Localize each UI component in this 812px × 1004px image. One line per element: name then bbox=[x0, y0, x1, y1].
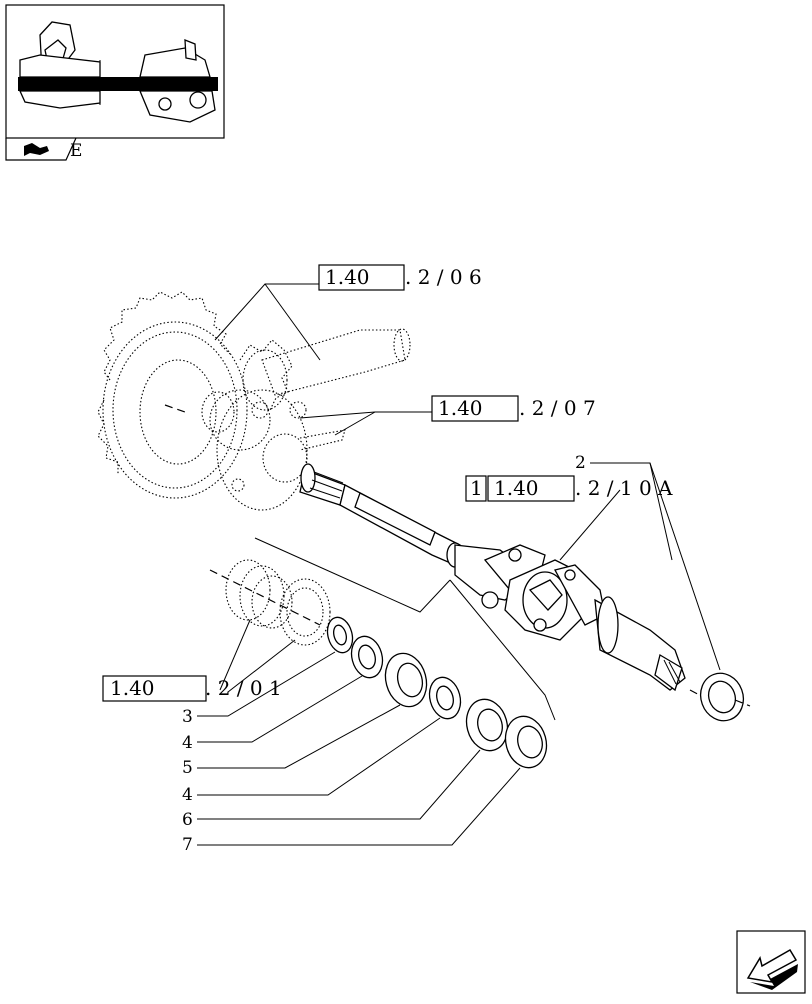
reference-boxed-part: 1.40 bbox=[325, 265, 370, 289]
reference-boxed-part: 1.40 bbox=[494, 476, 539, 500]
reference-prefix-box: 1 bbox=[470, 476, 483, 500]
shim-4a bbox=[350, 635, 384, 679]
axle-housing-thumbnail-drawing bbox=[18, 21, 218, 123]
snap-ring-3 bbox=[326, 616, 354, 654]
ring-6 bbox=[465, 698, 509, 752]
reference-boxed-part: 1.40 bbox=[110, 676, 155, 700]
callout-7: 7 bbox=[182, 835, 193, 855]
ring-gear-and-pinion bbox=[97, 291, 411, 499]
seal-7 bbox=[504, 715, 548, 769]
callout-2: 2 bbox=[575, 453, 586, 473]
thumbnail-corner-letter: E bbox=[70, 141, 82, 161]
thumbnail-tab: E bbox=[5, 137, 82, 161]
reference-1-40-2-10a[interactable]: 1 1.40 . 2 / 1 0 A bbox=[465, 475, 673, 502]
assembly-thumbnail[interactable] bbox=[5, 4, 225, 139]
reference-1-40-2-06[interactable]: 1.40 . 2 / 0 6 bbox=[318, 264, 482, 291]
next-page-button[interactable] bbox=[736, 930, 806, 994]
wrench-icon bbox=[24, 143, 49, 156]
reference-suffix: . 2 / 0 6 bbox=[405, 265, 482, 289]
reference-suffix: . 2 / 0 7 bbox=[519, 396, 596, 420]
seal-ring-2 bbox=[699, 672, 751, 722]
reference-1-40-2-07[interactable]: 1.40 . 2 / 0 7 bbox=[431, 395, 596, 422]
bearing-5 bbox=[384, 652, 428, 708]
callout-6: 6 bbox=[182, 810, 193, 830]
next-page-arrow-icon bbox=[746, 948, 798, 990]
bearing-assembly-dotted bbox=[209, 559, 331, 646]
reference-boxed-part: 1.40 bbox=[438, 396, 483, 420]
axle-shaft-assembly bbox=[299, 463, 706, 699]
callout-4-lower: 4 bbox=[182, 785, 193, 805]
shim-4b bbox=[428, 676, 462, 720]
callout-5: 5 bbox=[182, 758, 193, 778]
reference-1-40-2-01[interactable]: 1.40 . 2 / 0 1 bbox=[102, 675, 282, 702]
callout-3: 3 bbox=[182, 707, 193, 727]
reference-suffix: . 2 / 1 0 A bbox=[575, 476, 673, 500]
differential-case bbox=[201, 389, 346, 511]
callout-4-upper: 4 bbox=[182, 733, 193, 753]
